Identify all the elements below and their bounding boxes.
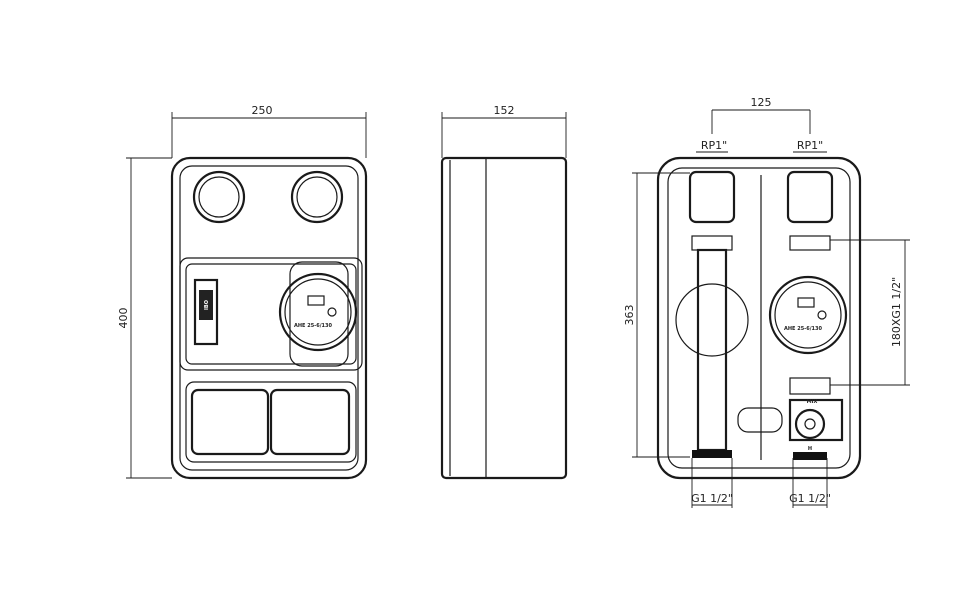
depth-label: 152	[494, 104, 515, 117]
top-port-right	[290, 170, 344, 224]
logo-text: IBO	[204, 300, 210, 310]
top-connection-right-label: RP1"	[797, 139, 823, 152]
valve-label: MIX	[807, 399, 818, 405]
pump-panel	[179, 257, 363, 371]
width-dimension: 250	[171, 104, 367, 158]
right-pump-assembly: AHE 25-6/130 MIX H	[737, 170, 848, 460]
top-port-left	[192, 170, 246, 224]
back-view: 125 RP1" RP1" 363 180XG1 1/2"	[623, 96, 910, 508]
housing-back-outline	[656, 156, 862, 480]
pump-length-label: 180XG1 1/2"	[890, 277, 903, 347]
left-pipe	[675, 170, 749, 458]
front-view: 250 400 IBO AHE 25-6/130	[117, 104, 368, 480]
pipe-spacing-label: 125	[751, 96, 772, 109]
pump-model: AHE 25-6/130	[784, 326, 823, 332]
bottom-cover-left	[190, 388, 270, 456]
bottom-connection-right-label: G1 1/2"	[789, 492, 831, 505]
logo-plate	[193, 278, 219, 346]
top-connection-left-label: RP1"	[701, 139, 727, 152]
height-label: 363	[623, 305, 636, 326]
pump: AHE 25-6/130	[278, 261, 358, 367]
bottom-connection-left-label: G1 1/2"	[691, 492, 733, 505]
width-label: 250	[252, 104, 273, 117]
side-view: 152	[440, 104, 568, 480]
housing-outline	[170, 156, 368, 480]
height-label: 400	[117, 308, 130, 329]
height-dimension: 400	[117, 157, 172, 479]
valve-bottom-label: H	[808, 446, 812, 452]
bottom-cover-right	[269, 388, 351, 456]
housing-side-outline	[440, 156, 568, 480]
pump-model: AHE 25-6/130	[294, 323, 333, 329]
